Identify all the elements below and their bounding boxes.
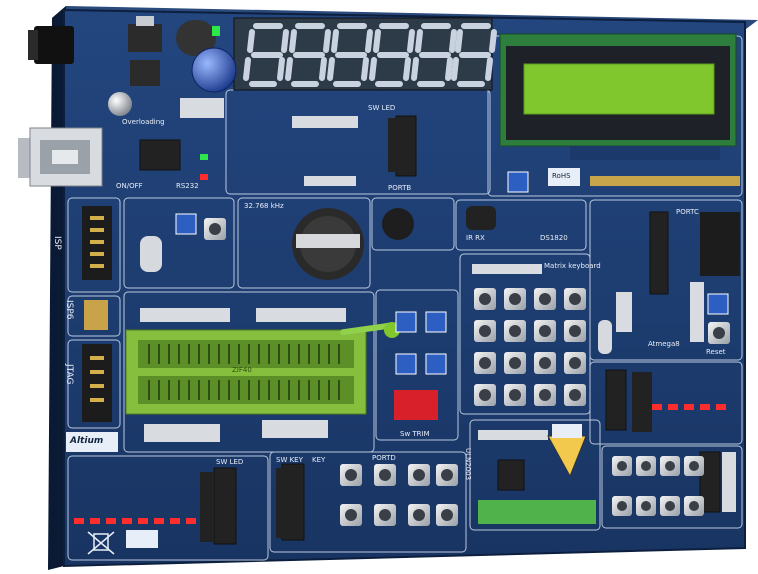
label-reset: Reset [706, 348, 726, 356]
label-sw-led-top: SW LED [368, 104, 396, 112]
brand-logo: Altium [70, 436, 104, 446]
electrolytic-capacitor [191, 47, 237, 93]
label-uln: ULN2003 [464, 448, 472, 481]
pin-headers [140, 98, 736, 512]
usb-b-icon [18, 127, 103, 187]
ic-chips [139, 115, 721, 545]
power-jack [34, 26, 74, 64]
label-ds1820: DS1820 [540, 234, 568, 242]
brand-logo-plate [66, 432, 118, 452]
label-atmega: Atmega8 [648, 340, 680, 348]
label-sw-trim: Sw TRIM [400, 430, 430, 438]
label-overloading: Overloading [122, 118, 165, 126]
label-power-switch: ON/OFF [116, 182, 143, 190]
matrix-keyboard-buttons [474, 288, 586, 406]
label-crystal: 32.768 kHz [244, 202, 284, 210]
lcd-module [499, 33, 740, 186]
seven-segment-digits [243, 23, 497, 87]
rohs-badge [548, 168, 580, 186]
label-rs232: RS232 [176, 182, 199, 190]
crystal [140, 236, 162, 272]
voltage-regulator [128, 24, 162, 52]
label-ir-rx: IR RX [466, 234, 485, 242]
trimmer-pots [175, 171, 729, 375]
ir-receiver [466, 206, 496, 230]
isp6-header [84, 300, 108, 330]
label-sw-led: SW LED [216, 458, 244, 466]
label-isp6: ISP6 [64, 300, 74, 320]
label-portd: PORTD [372, 454, 396, 462]
label-isp: ISP [52, 236, 62, 250]
jtag-header [82, 344, 112, 422]
label-zif: ZIF40 [232, 366, 252, 374]
label-key: KEY [312, 456, 326, 464]
label-jtag: JTAG [64, 364, 74, 385]
weee-bin-icon [87, 531, 115, 555]
label-portc: PORTC [676, 208, 699, 216]
label-matrix-keyboard: Matrix keyboard [544, 262, 601, 270]
dip-switches [200, 118, 652, 542]
isp-header [82, 206, 112, 280]
right-isp-header [700, 212, 740, 276]
terminal-block [478, 500, 596, 524]
zif-socket [125, 322, 400, 415]
label-sw-key: SW KEY [276, 456, 303, 464]
key-buttons [204, 218, 730, 526]
buzzer [382, 208, 414, 240]
led-row [74, 404, 726, 524]
section-outlines [67, 35, 743, 561]
label-portb: PORTB [388, 184, 412, 192]
label-rohs: RoHS [552, 172, 571, 180]
